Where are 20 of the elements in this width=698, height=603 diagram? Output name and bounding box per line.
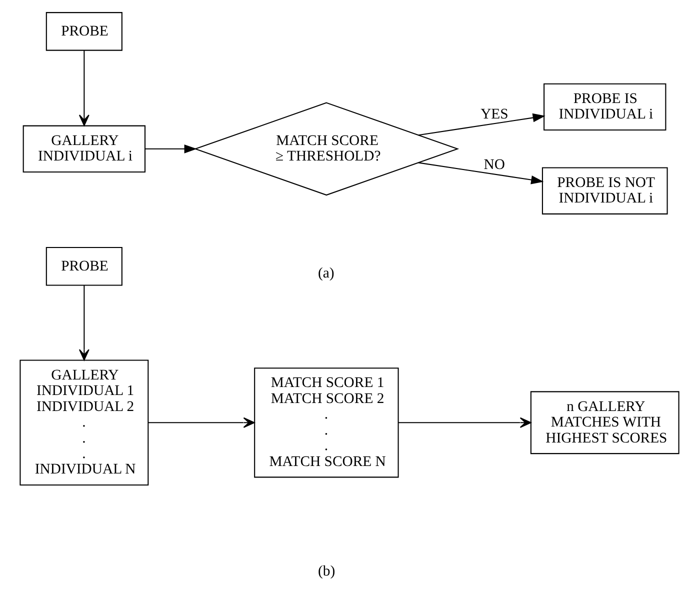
node-box: PROBE IS INDIVIDUAL i (543, 83, 666, 131)
arrow (418, 162, 544, 184)
node-box: PROBE (45, 12, 122, 51)
node-diamond: MATCH SCORE ≥ THRESHOLD? (193, 102, 459, 196)
arrow (78, 50, 89, 126)
label: (a) (318, 266, 334, 282)
edge-label: YES (480, 106, 508, 123)
arrow (148, 417, 254, 428)
node-box: n GALLERY MATCHES WITH HIGHEST SCORES (530, 391, 679, 454)
arrow (78, 285, 89, 361)
node-box: PROBE (45, 246, 122, 286)
node-box: PROBE IS NOT INDIVIDUAL i (541, 167, 668, 214)
edge-label: NO (483, 157, 504, 174)
arrow (418, 113, 545, 136)
node-box: GALLERY INDIVIDUAL i (22, 125, 146, 172)
node-box: GALLERY INDIVIDUAL 1 INDIVIDUAL 2 . . . INDIVIDUAL N (19, 360, 148, 486)
arrow (398, 417, 531, 428)
node-box: MATCH SCORE 1 MATCH SCORE 2 . . . MATCH SCORE N (254, 368, 398, 478)
arrow (144, 144, 196, 154)
label: (b) (318, 563, 335, 580)
